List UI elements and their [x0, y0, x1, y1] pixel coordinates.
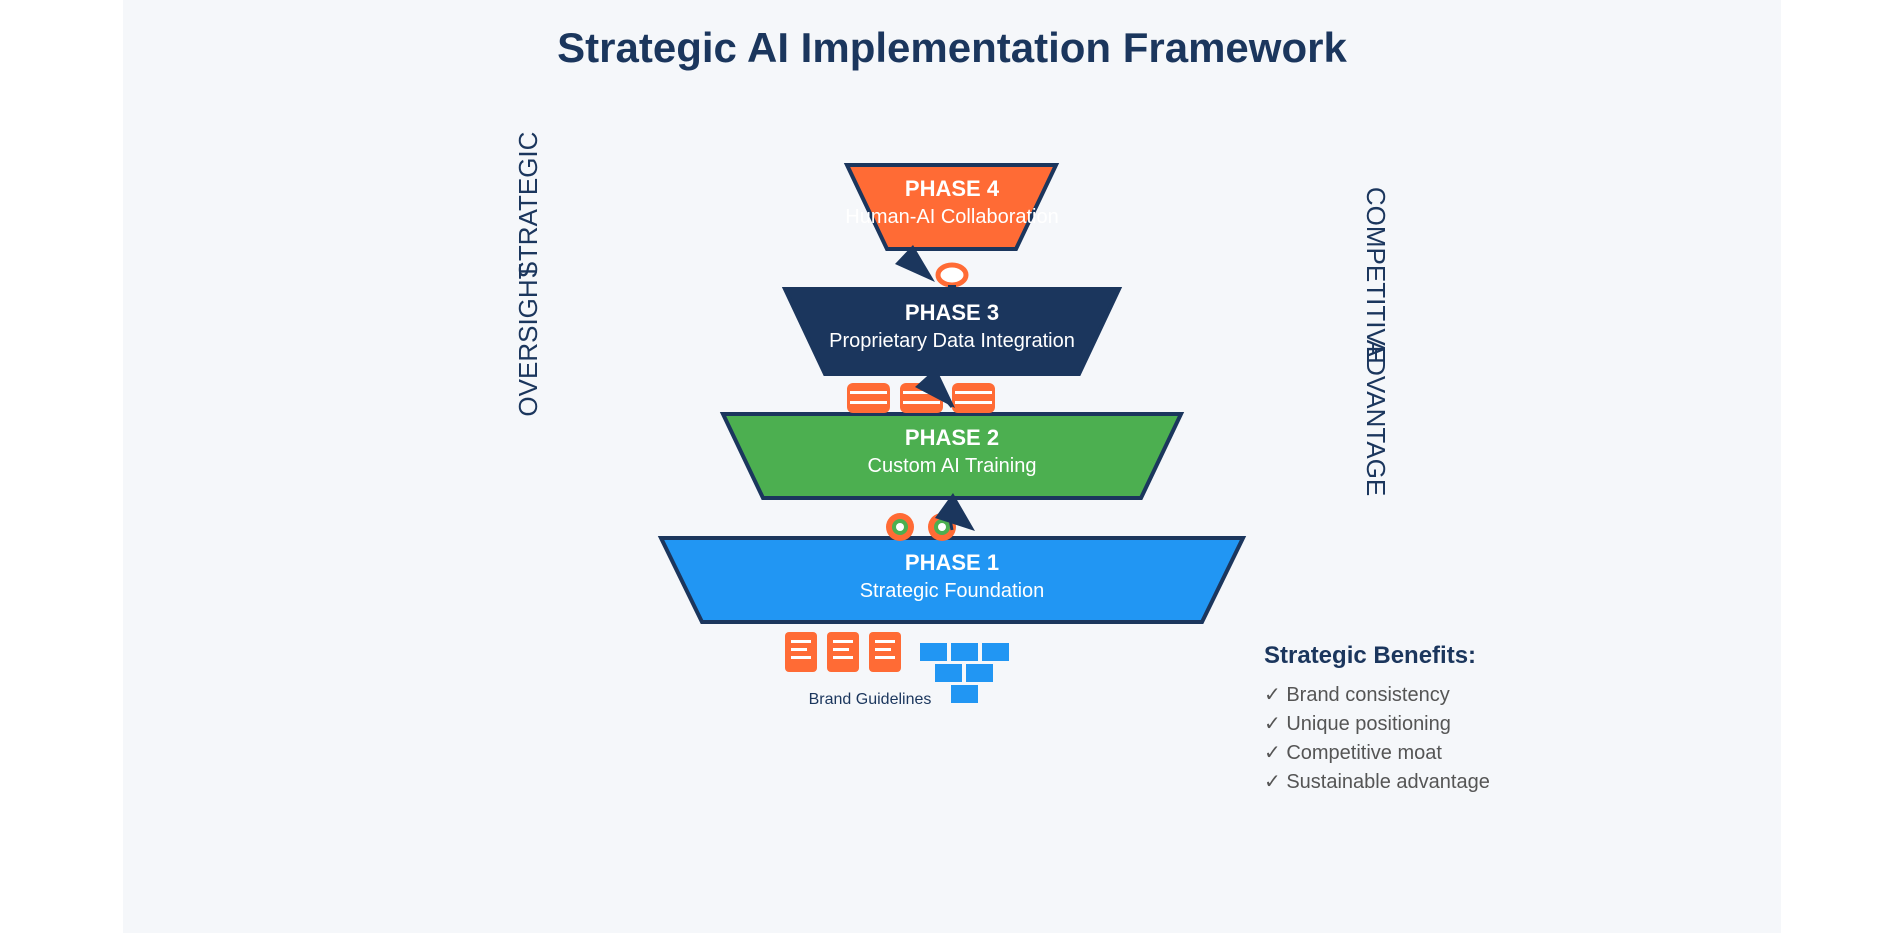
database-icon: [847, 383, 890, 413]
lightbulb-icon: [935, 262, 969, 291]
arrow-up-icon: [895, 245, 935, 282]
phase-3-shape: [781, 287, 1123, 376]
phase-3-subtitle: Proprietary Data Integration: [829, 330, 1075, 352]
phase-1: PHASE 1 Strategic Foundation: [657, 536, 1247, 624]
side-label-competitive: COMPETITIVE: [1361, 187, 1391, 363]
phase-1-title: PHASE 1: [905, 550, 999, 575]
phase-3-title: PHASE 3: [905, 300, 999, 325]
phase-1-subtitle: Strategic Foundation: [860, 580, 1045, 602]
phase-2-subtitle: Custom AI Training: [868, 455, 1037, 477]
phase-1-shape: [657, 536, 1247, 624]
side-label-oversight: OVERSIGHT: [513, 263, 543, 416]
benefit-item: ✓ Sustainable advantage: [1264, 771, 1490, 793]
phase-2: PHASE 2 Custom AI Training: [719, 412, 1185, 500]
benefits-title: Strategic Benefits:: [1264, 642, 1476, 669]
side-label-strategic: STRATEGIC: [513, 132, 543, 279]
brand-guidelines-label: Brand Guidelines: [809, 691, 932, 708]
phase-4-shape: [843, 163, 1060, 251]
phase-4: PHASE 4 Human-AI Collaboration: [843, 163, 1060, 251]
document-icon: [785, 632, 817, 672]
page-title: Strategic AI Implementation Framework: [557, 24, 1347, 71]
arrow-up-icon: [935, 493, 975, 531]
phase-2-shape: [719, 412, 1185, 500]
hierarchy-icon: [920, 643, 1009, 703]
benefit-item: ✓ Brand consistency: [1264, 684, 1450, 706]
phase-2-title: PHASE 2: [905, 425, 999, 450]
phase-4-subtitle: Human-AI Collaboration: [845, 206, 1058, 228]
database-icon: [952, 383, 995, 413]
arrow-up-icon: [915, 368, 955, 408]
document-icon: [869, 632, 901, 672]
phase-3: PHASE 3 Proprietary Data Integration: [781, 287, 1123, 376]
benefit-item: ✓ Unique positioning: [1264, 713, 1451, 735]
document-icon: [827, 632, 859, 672]
benefit-item: ✓ Competitive moat: [1264, 742, 1442, 764]
gear-icon: [886, 513, 914, 541]
side-label-advantage: ADVANTAGE: [1361, 340, 1391, 497]
phase-4-title: PHASE 4: [905, 176, 1000, 201]
benefits-list: Strategic Benefits: ✓ Brand consistency …: [1264, 642, 1490, 793]
